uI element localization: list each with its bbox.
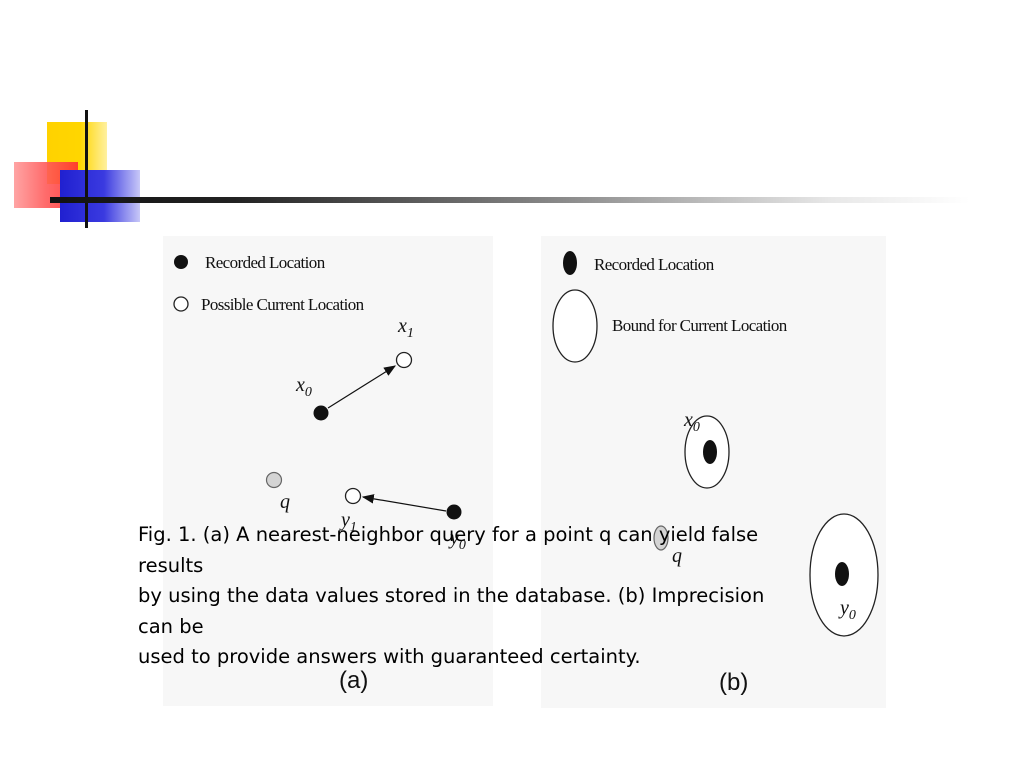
legend-possible-dot	[173, 296, 189, 312]
panel-label-a: (a)	[339, 667, 368, 694]
caption-line: by using the data values stored in the d…	[138, 584, 765, 607]
point-q	[653, 525, 669, 551]
figure-a-diagram: Recorded Location Possible Current Locat…	[173, 253, 466, 694]
point-y0	[835, 562, 849, 586]
point-y0	[446, 504, 462, 520]
label-x1: x1	[397, 315, 414, 341]
legend-recorded-dot	[174, 255, 188, 269]
label-y1: y1	[339, 509, 357, 535]
point-q	[265, 471, 283, 489]
figure-a-panel: Recorded Location Possible Current Locat…	[163, 236, 493, 706]
label-q: q	[672, 545, 682, 567]
point-y1	[344, 487, 362, 505]
figure-caption: Fig. 1. (a) A nearest-neighbor query for…	[138, 520, 878, 673]
legend-recorded-dot	[563, 251, 577, 275]
legend-possible-label: Possible Current Location	[201, 295, 365, 314]
label-y0: y0	[448, 527, 466, 553]
arrow-y0-y1	[361, 494, 447, 512]
legend-recorded-label: Recorded Location	[205, 253, 326, 272]
caption-line: used to provide answers with guaranteed …	[138, 645, 641, 668]
legend-recorded-label: Recorded Location	[594, 255, 715, 274]
figure-b-panel: Recorded Location Bound for Current Loca…	[541, 236, 886, 708]
point-x1	[395, 351, 413, 369]
label-x0: x0	[683, 409, 700, 435]
label-y0: y0	[838, 597, 856, 623]
point-x0	[703, 440, 717, 464]
point-x0	[313, 405, 329, 421]
caption-line: Fig. 1. (a) A nearest-neighbor query for…	[138, 523, 759, 546]
caption-line: results	[138, 553, 204, 577]
title-underline	[50, 197, 970, 203]
panel-label-b: (b)	[719, 669, 748, 696]
label-q: q	[280, 491, 290, 513]
arrow-x0-x1	[327, 365, 397, 409]
legend-bound-circle	[552, 289, 598, 363]
decor-vertical-line	[85, 110, 88, 228]
caption-line: can be	[138, 614, 204, 638]
decor-blue-square	[60, 170, 140, 222]
figure-b-diagram: Recorded Location Bound for Current Loca…	[552, 251, 879, 696]
label-x0: x0	[295, 374, 312, 400]
legend-bound-label: Bound for Current Location	[612, 316, 788, 335]
